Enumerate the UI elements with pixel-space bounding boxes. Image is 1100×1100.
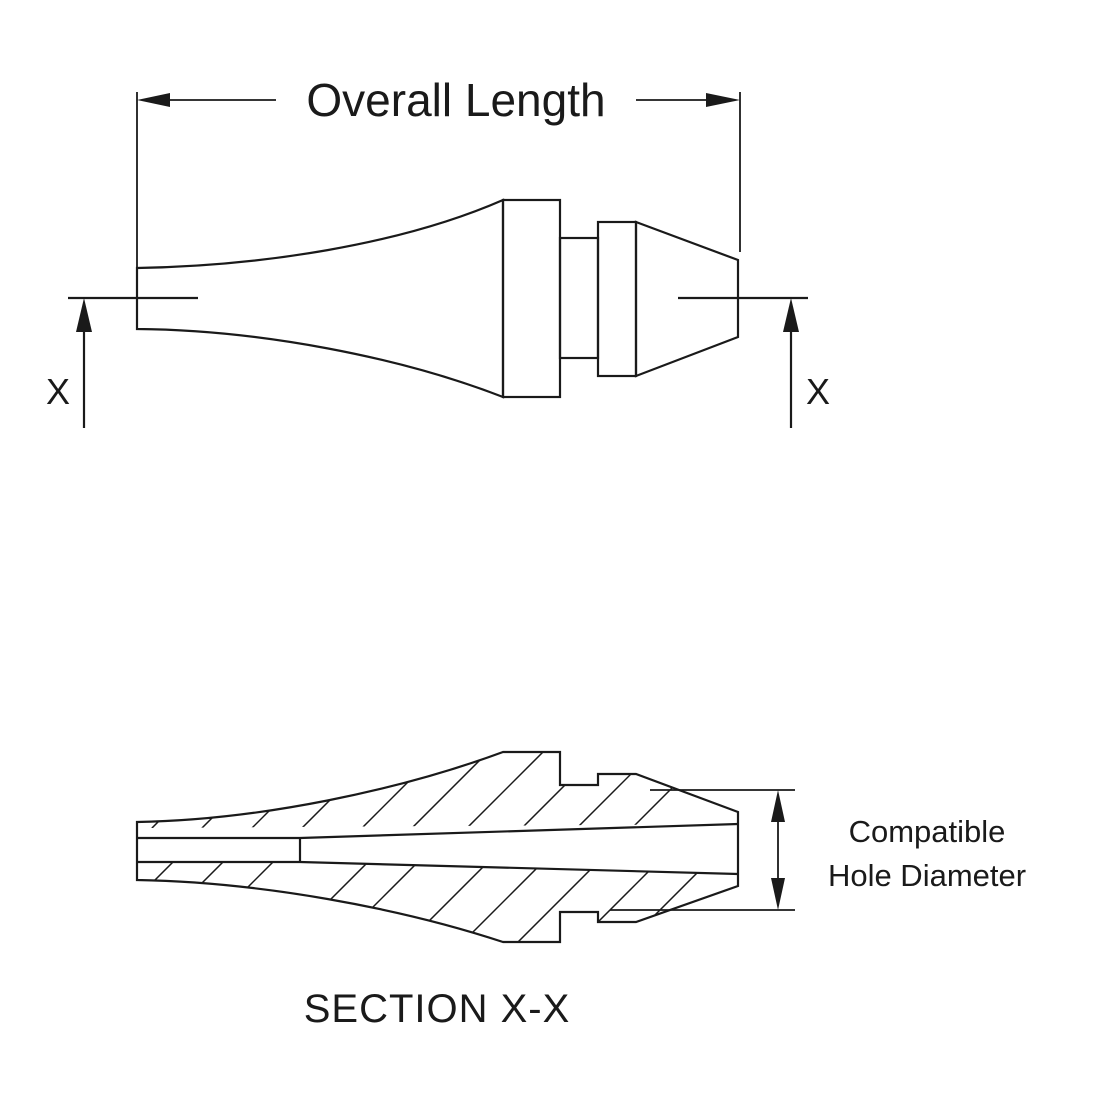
view-arrow-right-icon xyxy=(783,298,799,332)
hole-diameter-label-line1: Compatible xyxy=(849,814,1006,849)
section-marker-left: X xyxy=(46,371,70,412)
section-marker-right: X xyxy=(806,371,830,412)
tip-flange xyxy=(596,220,638,378)
section-outline xyxy=(135,750,740,944)
overall-length-label: Overall Length xyxy=(306,74,605,126)
conical-tip xyxy=(634,220,740,378)
taper-lower-line xyxy=(299,860,739,876)
overall-length-dimension: Overall Length xyxy=(136,74,741,268)
arrowhead-up-icon xyxy=(771,790,785,822)
hatch-lower-wall xyxy=(139,862,731,942)
neck xyxy=(558,236,600,360)
arrowhead-down-icon xyxy=(771,878,785,910)
section-hatching xyxy=(137,752,731,942)
collar xyxy=(501,198,562,399)
hole-diameter-dimension: Compatible Hole Diameter xyxy=(610,789,1026,911)
taper-upper-line xyxy=(299,822,739,840)
hole-diameter-label-line2: Hole Diameter xyxy=(828,858,1026,893)
arrowhead-right-icon xyxy=(706,93,740,107)
arrowhead-left-icon xyxy=(137,93,170,107)
nozzle-section-view xyxy=(135,750,740,944)
cutting-plane-left: X xyxy=(46,296,198,428)
cutting-plane-right: X xyxy=(678,296,830,428)
section-title: SECTION X-X xyxy=(304,987,571,1031)
view-arrow-left-icon xyxy=(76,298,92,332)
nozzle-side-view xyxy=(135,198,740,399)
